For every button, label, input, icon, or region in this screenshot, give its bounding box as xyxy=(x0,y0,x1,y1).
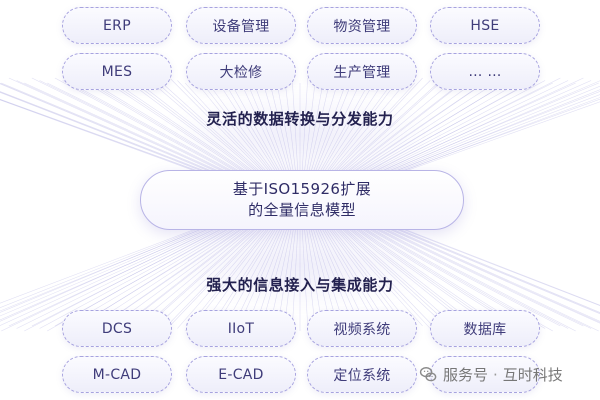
bottom-node-iiot: IIoT xyxy=(186,310,296,347)
bottom-fan-glow xyxy=(160,220,440,310)
watermark-service-text: 服务号 xyxy=(443,366,489,384)
top-node-equipment-management: 设备管理 xyxy=(186,7,296,44)
top-node-hse: HSE xyxy=(430,7,540,44)
top-node-major-overhaul: 大检修 xyxy=(186,53,296,90)
central-information-model: 基于ISO15926扩展 的全量信息模型 xyxy=(140,170,464,230)
bottom-node-dcs: DCS xyxy=(62,310,172,347)
bottom-node-video-system: 视频系统 xyxy=(307,310,417,347)
central-model-line-2: 的全量信息模型 xyxy=(248,201,356,219)
central-model-line-1: 基于ISO15926扩展 xyxy=(232,180,372,198)
bottom-node-database: 数据库 xyxy=(430,310,540,347)
top-capability-label: 灵活的数据转换与分发能力 xyxy=(206,110,394,128)
top-node-production-management: 生产管理 xyxy=(307,53,417,90)
watermark-brand-text: 互时科技 xyxy=(502,366,563,384)
top-node-erp: ERP xyxy=(62,7,172,44)
wechat-service-watermark: 服务号 · 互时科技 xyxy=(419,364,563,385)
bottom-capability-label: 强大的信息接入与集成能力 xyxy=(206,276,394,294)
bottom-node-e-cad: E-CAD xyxy=(186,356,296,393)
top-fan-glow xyxy=(160,90,440,180)
wechat-icon xyxy=(419,367,437,382)
top-node-materials-management: 物资管理 xyxy=(307,7,417,44)
watermark-separator: · xyxy=(493,365,498,384)
bottom-node-m-cad: M-CAD xyxy=(62,356,172,393)
top-node-more: … … xyxy=(430,53,540,90)
top-node-mes: MES xyxy=(62,53,172,90)
bottom-node-positioning-system: 定位系统 xyxy=(307,356,417,393)
